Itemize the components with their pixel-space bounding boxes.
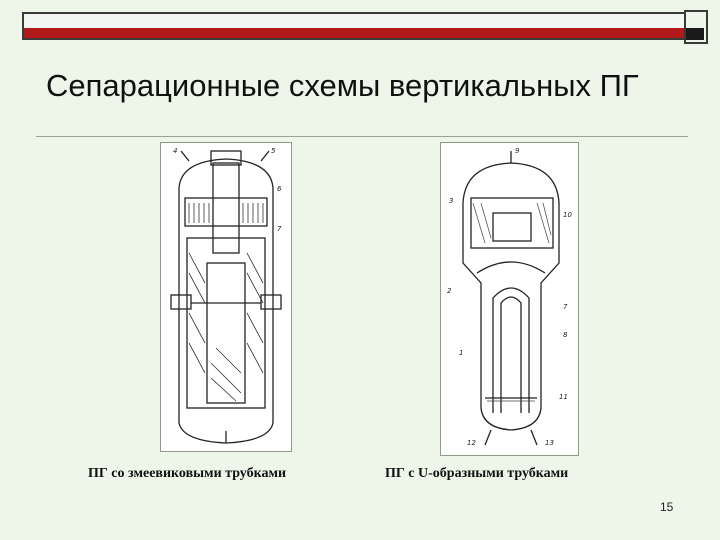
callout-4: 4 xyxy=(173,147,177,155)
header-corner-fill xyxy=(686,28,704,40)
figure-u-tube-steam-generator: 9 3 10 2 7 8 1 11 12 13 xyxy=(440,142,579,456)
callout-9: 9 xyxy=(515,147,520,155)
callout-13: 13 xyxy=(545,439,554,447)
coil-steam-generator-drawing: 4 5 6 7 xyxy=(170,147,282,444)
title-divider xyxy=(36,136,688,137)
u-tube-steam-generator-drawing: 9 3 10 2 7 8 1 11 12 13 xyxy=(447,147,572,447)
callout-3: 3 xyxy=(449,197,453,205)
caption-coil-tubes: ПГ со змеевиковыми трубками xyxy=(88,466,287,481)
figure-coil-steam-generator: 4 5 6 7 xyxy=(160,142,292,452)
callout-5: 5 xyxy=(271,147,276,155)
callout-7-right: 7 xyxy=(563,303,568,311)
callout-6: 6 xyxy=(277,185,282,193)
caption-u-tubes: ПГ с U-образными трубками xyxy=(385,466,569,481)
header-accent-bar xyxy=(22,28,690,40)
callout-7: 7 xyxy=(277,225,282,233)
callout-10: 10 xyxy=(563,211,572,219)
callout-1: 1 xyxy=(459,349,463,357)
callout-8: 8 xyxy=(563,331,568,339)
callout-2: 2 xyxy=(447,287,452,295)
callout-11: 11 xyxy=(559,393,568,401)
page-number: 15 xyxy=(660,500,674,514)
slide-title: Сепарационные схемы вертикальных ПГ xyxy=(46,68,639,103)
callout-12: 12 xyxy=(467,439,476,447)
